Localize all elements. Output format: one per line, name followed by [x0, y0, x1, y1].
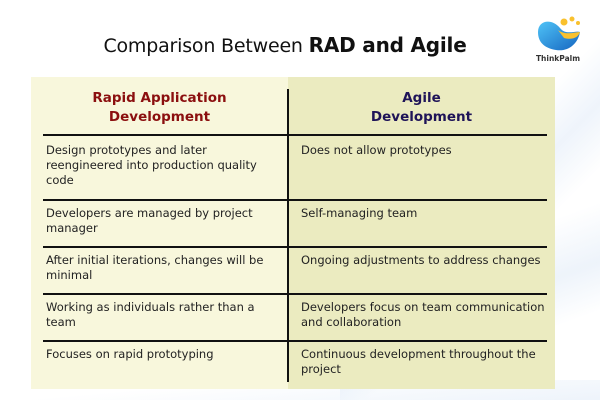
header-divider — [43, 134, 547, 136]
logo-text: ThinkPalm — [535, 54, 581, 63]
rad-header-line1: Rapid Application — [92, 90, 227, 106]
rad-cell: Developers are managed by project manage… — [46, 206, 253, 235]
rad-column-panel — [31, 77, 288, 389]
agile-cell: Self-managing team — [301, 206, 418, 220]
thinkpalm-logo: ThinkPalm — [528, 10, 588, 66]
page-title: Comparison Between RAD and Agile — [0, 33, 570, 57]
row-divider — [43, 199, 547, 201]
comparison-table: Rapid Application Development Agile Deve… — [31, 77, 555, 389]
row-divider — [43, 340, 547, 342]
agile-cell: Ongoing adjustments to address changes — [301, 253, 541, 267]
agile-column-header: Agile Development — [288, 89, 555, 133]
title-emphasis: RAD and Agile — [308, 33, 467, 57]
rad-cell: Focuses on rapid prototyping — [46, 347, 214, 361]
rad-header-line2: Development — [108, 109, 211, 125]
rad-column-header: Rapid Application Development — [31, 89, 288, 133]
agile-header-line1: Agile — [402, 90, 441, 106]
agile-cell: Does not allow prototypes — [301, 143, 452, 157]
title-prefix: Comparison Between — [103, 35, 309, 57]
rad-cell: After initial iterations, changes will b… — [46, 253, 264, 282]
thinkpalm-logo-icon — [538, 16, 580, 51]
rad-cell: Working as individuals rather than a tea… — [46, 300, 255, 329]
row-divider — [43, 246, 547, 248]
agile-cell: Developers focus on team communication a… — [301, 300, 545, 329]
agile-column-panel — [288, 77, 555, 389]
column-divider — [287, 89, 289, 382]
row-divider — [43, 293, 547, 295]
agile-cell: Continuous development throughout the pr… — [301, 347, 536, 376]
agile-header-line2: Development — [370, 109, 473, 125]
rad-cell: Design prototypes and later reengineered… — [46, 143, 257, 187]
